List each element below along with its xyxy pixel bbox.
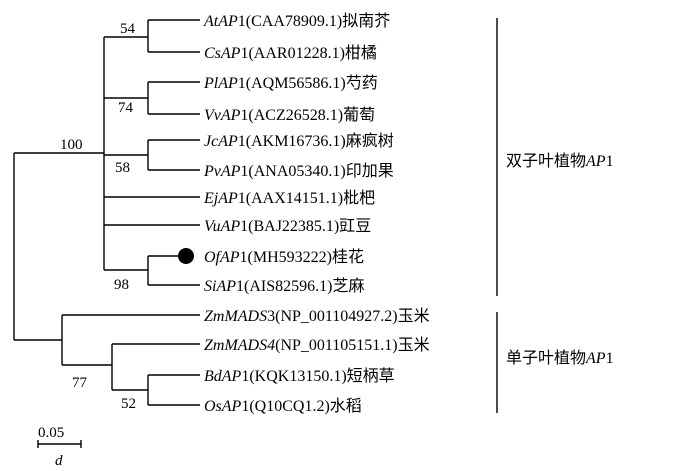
taxon-label: CsAP1(AAR01228.1)柑橘 [204, 44, 377, 62]
branch-pl-vv [104, 81, 200, 115]
taxon-species: 拟南芥 [342, 12, 390, 30]
taxon-accession: (AIS82596.1) [244, 278, 332, 295]
taxon-gene-num: 1 [240, 107, 248, 124]
bootstrap-monocot: 77 [72, 375, 88, 391]
taxon-labels: AtAP1(CAA78909.1)拟南芥 CsAP1(AAR01228.1)柑橘… [203, 12, 430, 415]
taxon-species: 芝麻 [332, 277, 364, 295]
taxon-label: OsAP1(Q10CQ1.2)水稻 [204, 397, 362, 415]
highlight-dot [178, 248, 194, 264]
taxon-species: 水稻 [330, 397, 362, 415]
taxon-accession: (BAJ22385.1) [248, 218, 339, 235]
taxon-gene: VvAP [204, 107, 241, 124]
monocot-group-label: 单子叶植物AP1 [506, 349, 614, 367]
taxon-gene-num: 1 [238, 13, 246, 30]
taxon-species: 短柄草 [347, 367, 395, 385]
taxon-gene-num: 1 [238, 75, 246, 92]
bootstrap-values: 54 74 100 58 98 77 52 [60, 21, 136, 412]
taxon-species: 玉米 [398, 307, 430, 325]
taxon-gene-num: 1 [240, 45, 248, 62]
taxon-gene-num: 1 [241, 368, 249, 385]
taxon-gene: OsAP [204, 398, 242, 415]
taxon-accession: (AAR01228.1) [248, 45, 344, 62]
taxon-label: BdAP1(KQK13150.1)短柄草 [204, 367, 395, 385]
taxon-label: OfAP1(MH593222)桂花 [204, 248, 364, 266]
taxon-species: 麻疯树 [346, 132, 394, 150]
taxon-accession: (AKM16736.1) [246, 133, 346, 150]
tree-branches [13, 19, 200, 406]
branch-of-si [104, 255, 200, 286]
taxon-accession: (CAA78909.1) [246, 13, 342, 30]
taxon-accession: (ACZ26528.1) [248, 107, 343, 124]
taxon-gene: AtAP [203, 13, 238, 30]
taxon-gene: PvAP [203, 163, 241, 180]
bootstrap-bd-os: 52 [121, 396, 136, 412]
taxon-species: 豇豆 [339, 218, 371, 235]
dicot-group-text: 双子叶植物 [506, 152, 586, 170]
taxon-label: PvAP1(ANA05340.1)印加果 [203, 162, 394, 180]
taxon-gene: SiAP [204, 278, 236, 295]
taxon-gene: VuAP [204, 218, 240, 235]
taxon-accession: (NP_001105151.1) [275, 337, 398, 354]
taxon-gene-num: 1 [236, 278, 244, 295]
taxon-species: 桂花 [332, 248, 364, 266]
monocot-group-num: 1 [606, 350, 614, 367]
taxon-species: 印加果 [346, 162, 394, 180]
branch-jc-pv [104, 139, 200, 171]
taxon-gene-num: 1 [240, 249, 248, 266]
monocot-group-text: 单子叶植物 [506, 349, 586, 367]
scale-value: 0.05 [38, 425, 64, 441]
taxon-label: ZmMADS3(NP_001104927.2)玉米 [204, 307, 430, 325]
taxon-gene: CsAP [204, 45, 241, 62]
taxon-gene: ZmMADS4 [204, 337, 275, 354]
taxon-species: 枇杷 [343, 189, 375, 207]
taxon-accession: (AQM56586.1) [246, 75, 346, 92]
taxon-gene: OfAP [204, 249, 240, 266]
dicot-group-num: 1 [606, 153, 614, 170]
taxon-species: 玉米 [398, 336, 430, 354]
taxon-gene: EjAP [203, 190, 238, 207]
dicot-group-label: 双子叶植物AP1 [506, 152, 614, 170]
scale-bar: 0.05 d [37, 425, 82, 469]
taxon-gene-num: 1 [238, 190, 246, 207]
monocot-group-gene: AP [585, 350, 606, 367]
taxon-label: JcAP1(AKM16736.1)麻疯树 [204, 132, 394, 150]
taxon-gene-num: 1 [240, 218, 248, 235]
taxon-accession: (NP_001104927.2) [275, 308, 398, 325]
taxon-gene-num: 1 [238, 133, 246, 150]
taxon-label: VuAP1(BAJ22385.1)豇豆 [204, 218, 371, 235]
taxon-gene: PlAP [203, 75, 238, 92]
taxon-species: 葡萄 [343, 106, 375, 124]
taxon-species: 柑橘 [345, 44, 377, 62]
taxon-gene: JcAP [204, 133, 238, 150]
branch-monocot-sub [62, 344, 113, 390]
taxon-label: AtAP1(CAA78909.1)拟南芥 [203, 12, 390, 30]
bootstrap-of-si: 98 [114, 277, 129, 293]
scale-label: d [55, 453, 63, 469]
taxon-label: PlAP1(AQM56586.1)芍药 [203, 74, 378, 92]
taxon-gene-num: 3 [267, 308, 275, 325]
taxon-gene: ZmMADS [204, 308, 267, 325]
taxon-accession: (Q10CQ1.2) [249, 398, 329, 415]
taxon-label: VvAP1(ACZ26528.1)葡萄 [204, 106, 375, 124]
bootstrap-pl-vv: 74 [118, 100, 134, 116]
scale-line [37, 440, 82, 448]
taxon-species: 芍药 [346, 74, 378, 92]
branch-at-cs [104, 19, 200, 53]
dicot-group-gene: AP [585, 153, 606, 170]
taxon-label: ZmMADS4(NP_001105151.1)玉米 [204, 336, 430, 354]
taxon-accession: (KQK13150.1) [249, 368, 346, 385]
taxon-accession: (MH593222) [248, 249, 332, 266]
taxon-gene-num: 1 [240, 163, 248, 180]
bootstrap-dicot: 100 [60, 137, 83, 153]
taxon-accession: (ANA05340.1) [248, 163, 345, 180]
taxon-gene-num: 1 [241, 398, 249, 415]
branch-bd-os [112, 374, 200, 406]
taxon-gene: BdAP [204, 368, 242, 385]
taxon-label: EjAP1(AAX14151.1)枇杷 [203, 189, 375, 207]
taxon-accession: (AAX14151.1) [246, 190, 343, 207]
bootstrap-jc-pv: 58 [115, 160, 130, 176]
taxon-label: SiAP1(AIS82596.1)芝麻 [204, 277, 364, 295]
bootstrap-at-cs: 54 [120, 21, 136, 37]
